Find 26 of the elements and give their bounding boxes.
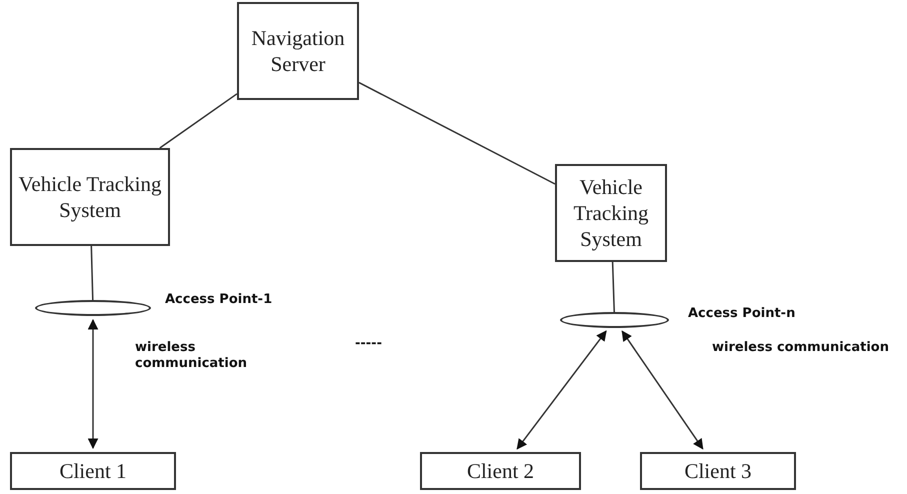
access-point-label: Access Point-n xyxy=(688,306,796,322)
arrow xyxy=(622,330,704,450)
node-label: Navigation Server xyxy=(250,24,346,78)
connector-line xyxy=(358,82,556,185)
node-label: Vehicle Tracking System xyxy=(18,170,162,224)
client-box xyxy=(420,452,581,490)
system-box xyxy=(10,148,170,246)
client-box xyxy=(640,452,796,490)
arrow xyxy=(516,330,607,450)
access-point-ellipse xyxy=(560,312,669,328)
system-box xyxy=(555,164,667,262)
node-label: Client 3 xyxy=(683,458,753,484)
client-box xyxy=(10,452,176,490)
node-label: Client 2 xyxy=(466,458,536,484)
access-point-label: Access Point-1 xyxy=(165,292,272,308)
connector-line xyxy=(159,93,238,149)
node-label: Client 1 xyxy=(58,458,128,484)
system-box xyxy=(237,2,359,100)
note-label: ----- xyxy=(355,336,383,352)
connector-line xyxy=(90,246,94,300)
access-point-ellipse xyxy=(35,300,151,316)
connector-line xyxy=(612,262,615,312)
note-label: wireless communication xyxy=(712,340,890,356)
arrow xyxy=(88,318,98,450)
node-label: Vehicle Tracking System xyxy=(572,174,650,252)
note-label: wireless communication xyxy=(135,340,248,372)
